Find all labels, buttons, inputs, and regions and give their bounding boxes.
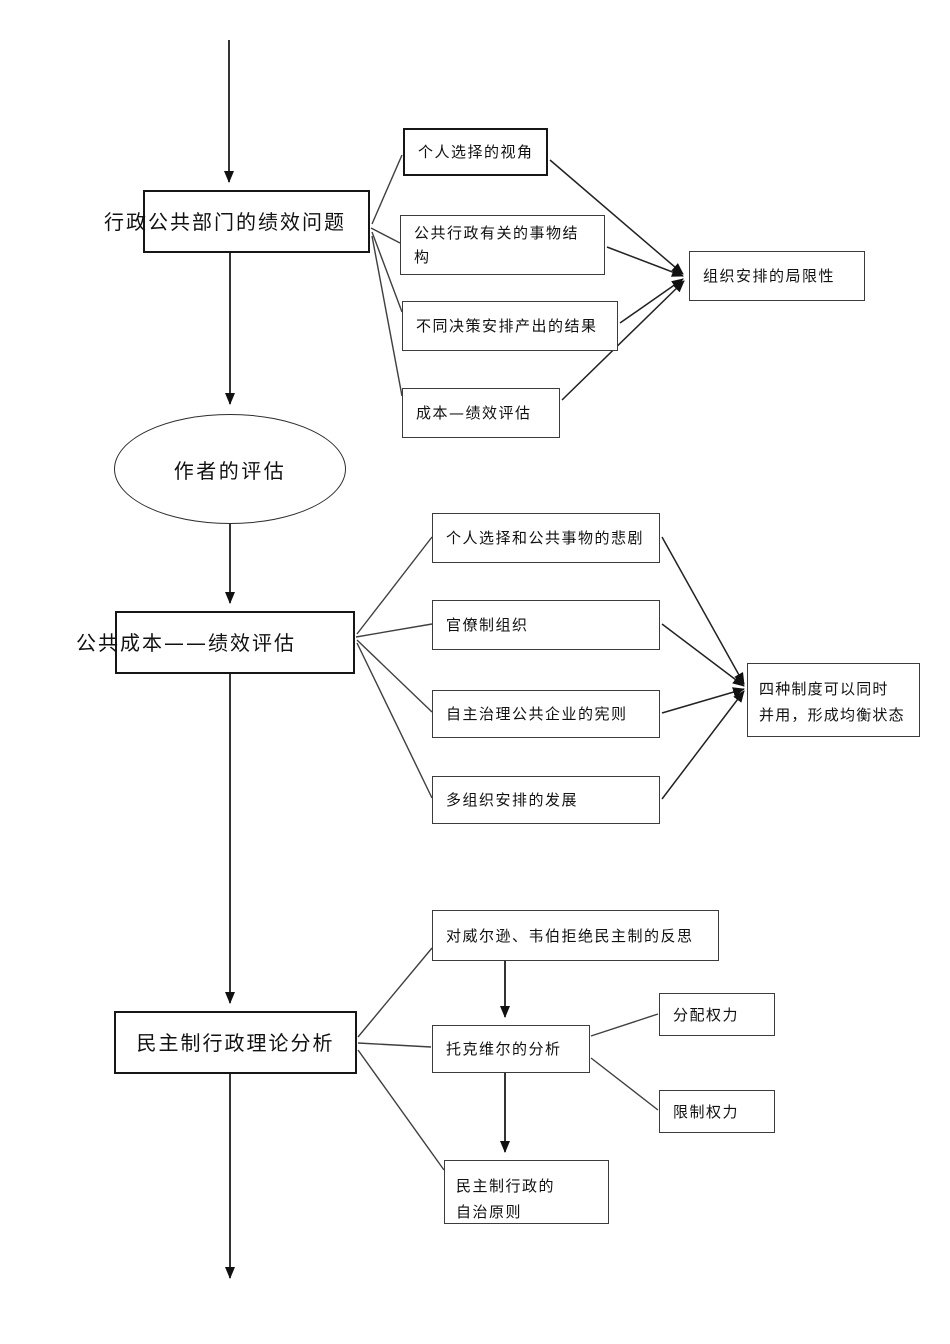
node-bureaucratic-organization: 官僚制组织 xyxy=(432,600,660,650)
node-individual-choice-view: 个人选择的视角 xyxy=(403,128,548,176)
node-label: 限制权力 xyxy=(673,1102,740,1121)
node-label: 作者的评估 xyxy=(173,458,287,483)
node-author-evaluation: 作者的评估 xyxy=(114,414,346,524)
node-label: 自主治理公共企业的宪则 xyxy=(446,705,628,723)
node-label: 托克维尔的分析 xyxy=(446,1040,562,1058)
node-public-admin-structure: 公共行政有关的事物结构 xyxy=(400,215,605,275)
node-label: 个人选择和公共事物的悲剧 xyxy=(446,529,645,547)
node-multi-organization-development: 多组织安排的发展 xyxy=(432,776,660,824)
node-label: 民主制行政理论分析 xyxy=(136,1030,335,1055)
node-tragedy-of-commons: 个人选择和公共事物的悲剧 xyxy=(432,513,660,563)
node-label: 四种制度可以同时 并用，形成均衡状态 xyxy=(759,680,905,724)
node-distribute-power: 分配权力 xyxy=(659,993,775,1036)
converging-arrows xyxy=(549,159,745,800)
node-wilson-weber-reflection: 对威尔逊、韦伯拒绝民主制的反思 xyxy=(432,910,719,961)
flow-arrows xyxy=(224,40,510,1279)
node-label: 成本—绩效评估 xyxy=(416,404,532,422)
node-label: 不同决策安排产出的结果 xyxy=(416,317,598,335)
node-label: 公共成本——绩效评估 xyxy=(76,630,296,655)
node-label: 官僚制组织 xyxy=(446,616,529,634)
node-label: 组织安排的局限性 xyxy=(703,267,836,285)
node-label: 个人选择的视角 xyxy=(418,143,534,161)
node-label: 多组织安排的发展 xyxy=(446,791,579,809)
node-self-governance-principle: 民主制行政的 自治原则 xyxy=(444,1160,609,1224)
node-public-cost-performance: 公共成本——绩效评估 xyxy=(76,611,355,674)
node-self-governing-charter: 自主治理公共企业的宪则 xyxy=(432,690,660,738)
node-label: 分配权力 xyxy=(673,1005,740,1024)
fanout-lines xyxy=(355,154,659,1171)
node-organizational-limits: 组织安排的局限性 xyxy=(689,251,865,301)
node-four-institutions-equilibrium: 四种制度可以同时 并用，形成均衡状态 xyxy=(747,663,920,737)
node-performance-problem: 行政公共部门的绩效问题 xyxy=(104,190,370,253)
node-label: 行政公共部门的绩效问题 xyxy=(104,209,346,234)
node-label: 公共行政有关的事物结构 xyxy=(414,224,580,266)
node-decision-arrangement-results: 不同决策安排产出的结果 xyxy=(402,301,618,351)
node-tocqueville-analysis: 托克维尔的分析 xyxy=(432,1025,590,1073)
node-limit-power: 限制权力 xyxy=(659,1090,775,1133)
node-label: 对威尔逊、韦伯拒绝民主制的反思 xyxy=(446,926,694,945)
node-cost-performance-eval: 成本—绩效评估 xyxy=(402,388,560,438)
node-democratic-admin-theory: 民主制行政理论分析 xyxy=(114,1011,357,1074)
node-label: 民主制行政的 自治原则 xyxy=(456,1177,556,1221)
